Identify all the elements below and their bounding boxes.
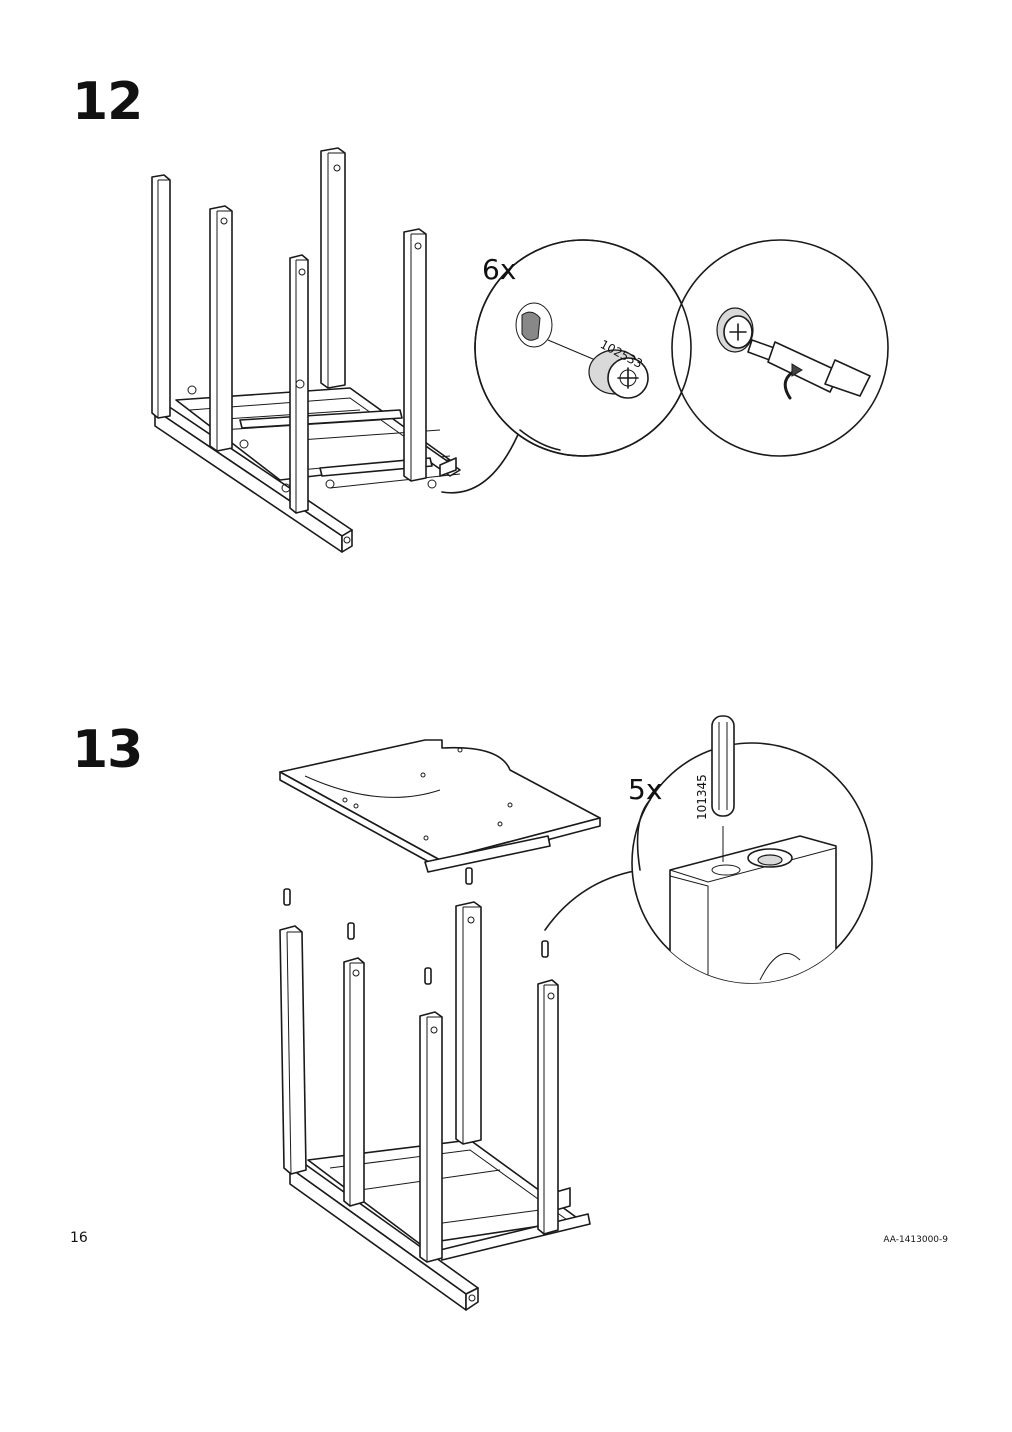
document-id: AA-1413000-9: [883, 1235, 948, 1245]
step-number: 13: [72, 720, 143, 780]
leg: [209, 205, 233, 452]
leg: [419, 1011, 443, 1263]
leg: [455, 901, 482, 1145]
leg: [403, 228, 427, 482]
leg: [343, 957, 365, 1207]
leg: [151, 174, 171, 419]
leg: [289, 254, 309, 514]
part-number-label: 101345: [695, 774, 709, 820]
dowels: [283, 867, 549, 985]
cam-lock-fitting: [588, 349, 649, 399]
leg: [320, 147, 346, 389]
quantity-label: 5x: [628, 773, 663, 806]
step12-frame-drawing: [151, 147, 521, 553]
leg: [279, 925, 307, 1175]
panel-holes: [342, 747, 513, 841]
step12-detail-callout: [474, 239, 889, 457]
screwdriver: [747, 339, 871, 397]
leg: [537, 979, 559, 1235]
step13-frame-drawing: [279, 739, 641, 1311]
page-number: 16: [70, 1230, 88, 1246]
quantity-label: 6x: [482, 253, 517, 286]
dowel-pin: [711, 715, 735, 817]
step13-detail-callout: [631, 715, 873, 984]
step-number: 12: [72, 72, 143, 132]
